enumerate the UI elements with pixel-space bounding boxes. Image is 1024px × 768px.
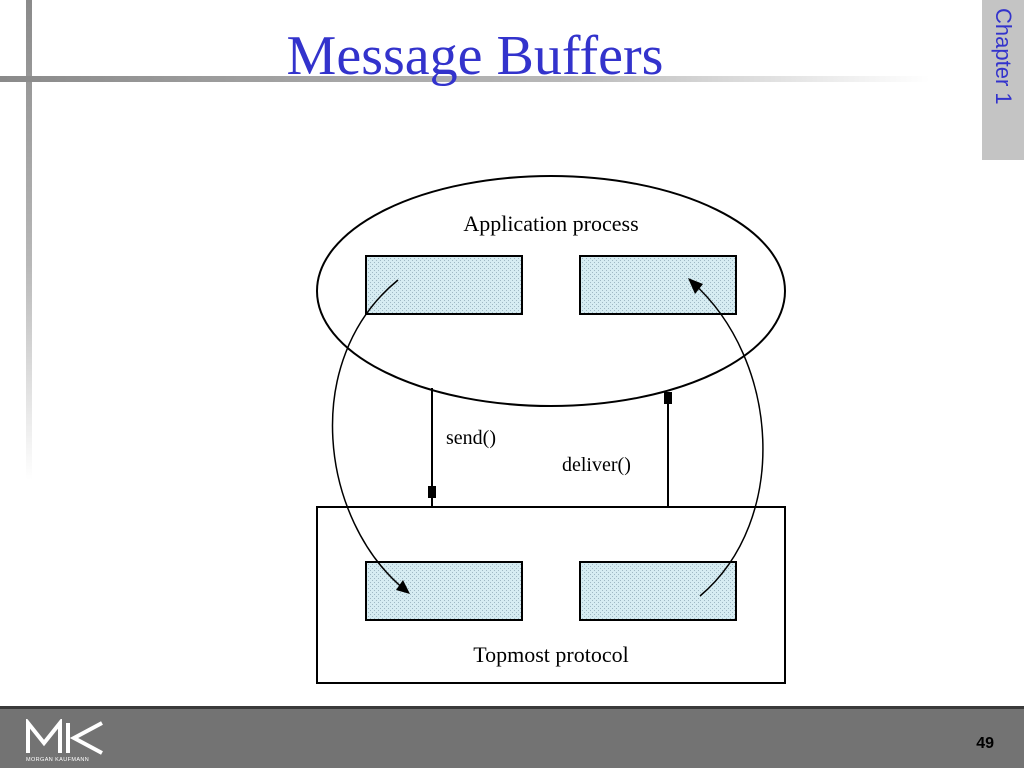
deliver-copy-arrowhead [688, 278, 703, 294]
protocol-buffer-left [365, 561, 523, 621]
message-buffers-diagram: Application process send() deliver() Top… [316, 175, 786, 684]
deliver-copy-curve [691, 281, 764, 597]
topmost-protocol-label: Topmost protocol [473, 642, 629, 667]
deliver-label: deliver() [562, 454, 631, 476]
left-accent-bar [26, 0, 32, 480]
page-number: 49 [976, 735, 994, 752]
application-process-ellipse [316, 175, 786, 407]
logo-text: MORGAN KAUFMANN [26, 757, 90, 763]
morgan-kaufmann-logo: MORGAN KAUFMANN [26, 717, 106, 765]
app-buffer-left [365, 255, 523, 315]
chapter-label: Chapter 1 [991, 8, 1016, 105]
application-process-label: Application process [463, 211, 638, 236]
send-copy-curve [331, 279, 406, 591]
app-buffer-right [579, 255, 737, 315]
slide-title: Message Buffers [286, 25, 664, 87]
deliver-arrowhead [664, 392, 672, 404]
send-arrowhead [428, 486, 436, 498]
mk-logo-icon [26, 717, 103, 755]
protocol-buffer-right [579, 561, 737, 621]
title-underline-bar [0, 76, 930, 82]
footer-bar: MORGAN KAUFMANN 49 [0, 706, 1024, 768]
send-label: send() [446, 427, 496, 449]
chapter-tab: Chapter 1 [982, 0, 1024, 160]
send-copy-arrowhead [396, 580, 410, 594]
